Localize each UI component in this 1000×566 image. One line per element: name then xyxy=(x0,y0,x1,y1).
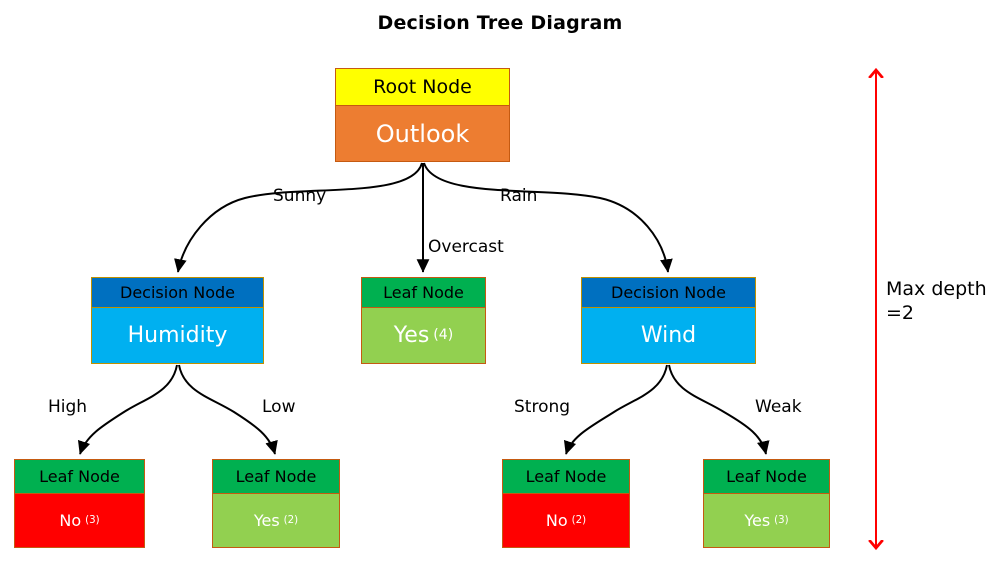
node-wind-header: Decision Node xyxy=(582,278,755,308)
edge-humidity-low xyxy=(178,364,278,455)
node-leaf-high-label: No (3) xyxy=(15,494,144,547)
node-leaf-strong-header: Leaf Node xyxy=(503,460,629,494)
edge-label-weak: Weak xyxy=(755,397,802,417)
edge-label-strong: Strong xyxy=(514,397,571,417)
edge-label-sunny: Sunny xyxy=(273,186,327,206)
edge-wind-weak xyxy=(668,364,770,455)
leaf-strong-count: (2) xyxy=(571,514,587,527)
node-leaf-high[interactable]: Leaf Node No (3) xyxy=(14,459,145,548)
leaf-weak-value: Yes xyxy=(744,510,771,530)
edge-humidity-high xyxy=(77,364,178,455)
max-depth-annotation: Max depth =2 xyxy=(886,278,987,326)
node-leaf-strong-label: No (2) xyxy=(503,494,629,547)
node-leaf-low[interactable]: Leaf Node Yes (2) xyxy=(212,459,340,548)
node-humidity-header: Decision Node xyxy=(92,278,263,308)
node-leaf-high-header: Leaf Node xyxy=(15,460,144,494)
edge-label-high: High xyxy=(48,397,88,417)
leaf-high-count: (3) xyxy=(85,514,100,527)
node-wind[interactable]: Decision Node Wind xyxy=(581,277,756,364)
node-leaf-low-header: Leaf Node xyxy=(213,460,339,494)
node-root-header: Root Node xyxy=(336,69,509,106)
node-humidity-label: Humidity xyxy=(92,308,263,363)
edge-label-low: Low xyxy=(262,397,296,417)
node-leaf-strong[interactable]: Leaf Node No (2) xyxy=(502,459,630,548)
leaf-overcast-value: Yes xyxy=(393,322,430,348)
node-humidity[interactable]: Decision Node Humidity xyxy=(91,277,264,364)
node-leaf-overcast-label: Yes (4) xyxy=(362,308,485,363)
edge-wind-strong xyxy=(563,364,668,455)
leaf-low-value: Yes xyxy=(253,510,280,530)
max-depth-line2: =2 xyxy=(886,301,915,324)
leaf-low-count: (2) xyxy=(283,514,299,527)
node-leaf-overcast[interactable]: Leaf Node Yes (4) xyxy=(361,277,486,364)
edge-label-overcast: Overcast xyxy=(428,237,504,257)
node-root[interactable]: Root Node Outlook xyxy=(335,68,510,162)
node-wind-label: Wind xyxy=(582,308,755,363)
node-leaf-weak-label: Yes (3) xyxy=(704,494,829,547)
max-depth-line1: Max depth xyxy=(886,278,987,300)
edge-root-humidity xyxy=(174,162,423,273)
leaf-high-value: No xyxy=(59,510,82,530)
edge-label-rain: Rain xyxy=(500,186,538,206)
node-root-label: Outlook xyxy=(336,106,509,161)
leaf-overcast-count: (4) xyxy=(433,327,454,344)
node-leaf-overcast-header: Leaf Node xyxy=(362,278,485,308)
node-leaf-weak-header: Leaf Node xyxy=(704,460,829,494)
node-leaf-low-label: Yes (2) xyxy=(213,494,339,547)
page-title: Decision Tree Diagram xyxy=(377,12,623,34)
leaf-strong-value: No xyxy=(545,510,568,530)
node-leaf-weak[interactable]: Leaf Node Yes (3) xyxy=(703,459,830,548)
leaf-weak-count: (3) xyxy=(774,514,789,527)
